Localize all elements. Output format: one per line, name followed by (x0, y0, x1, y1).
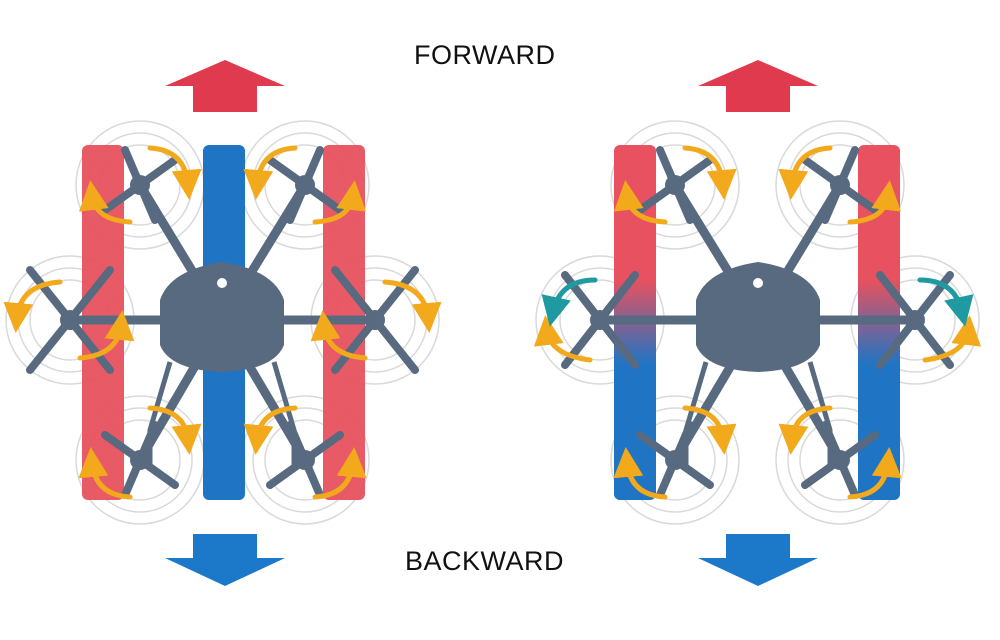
left-diagram (3, 60, 442, 586)
motor-hubs (590, 175, 925, 470)
teal-rotation-arrows (541, 277, 974, 327)
rotation-arrows (533, 145, 982, 500)
landing-gear (683, 361, 833, 470)
right-diagram (533, 60, 982, 586)
drone-body (696, 262, 820, 372)
rotation-arrows (3, 145, 442, 500)
forward-arrow (698, 60, 818, 112)
backward-arrow (165, 534, 285, 586)
forward-arrow (165, 60, 285, 112)
drone-body (160, 262, 284, 372)
landing-gear (147, 361, 297, 470)
backward-label: BACKWARD (405, 546, 565, 576)
motor-hubs (60, 175, 385, 470)
drone-body-light (753, 278, 763, 288)
drone-body-light (217, 278, 227, 288)
backward-arrow (698, 534, 818, 586)
forward-label: FORWARD (414, 40, 556, 70)
